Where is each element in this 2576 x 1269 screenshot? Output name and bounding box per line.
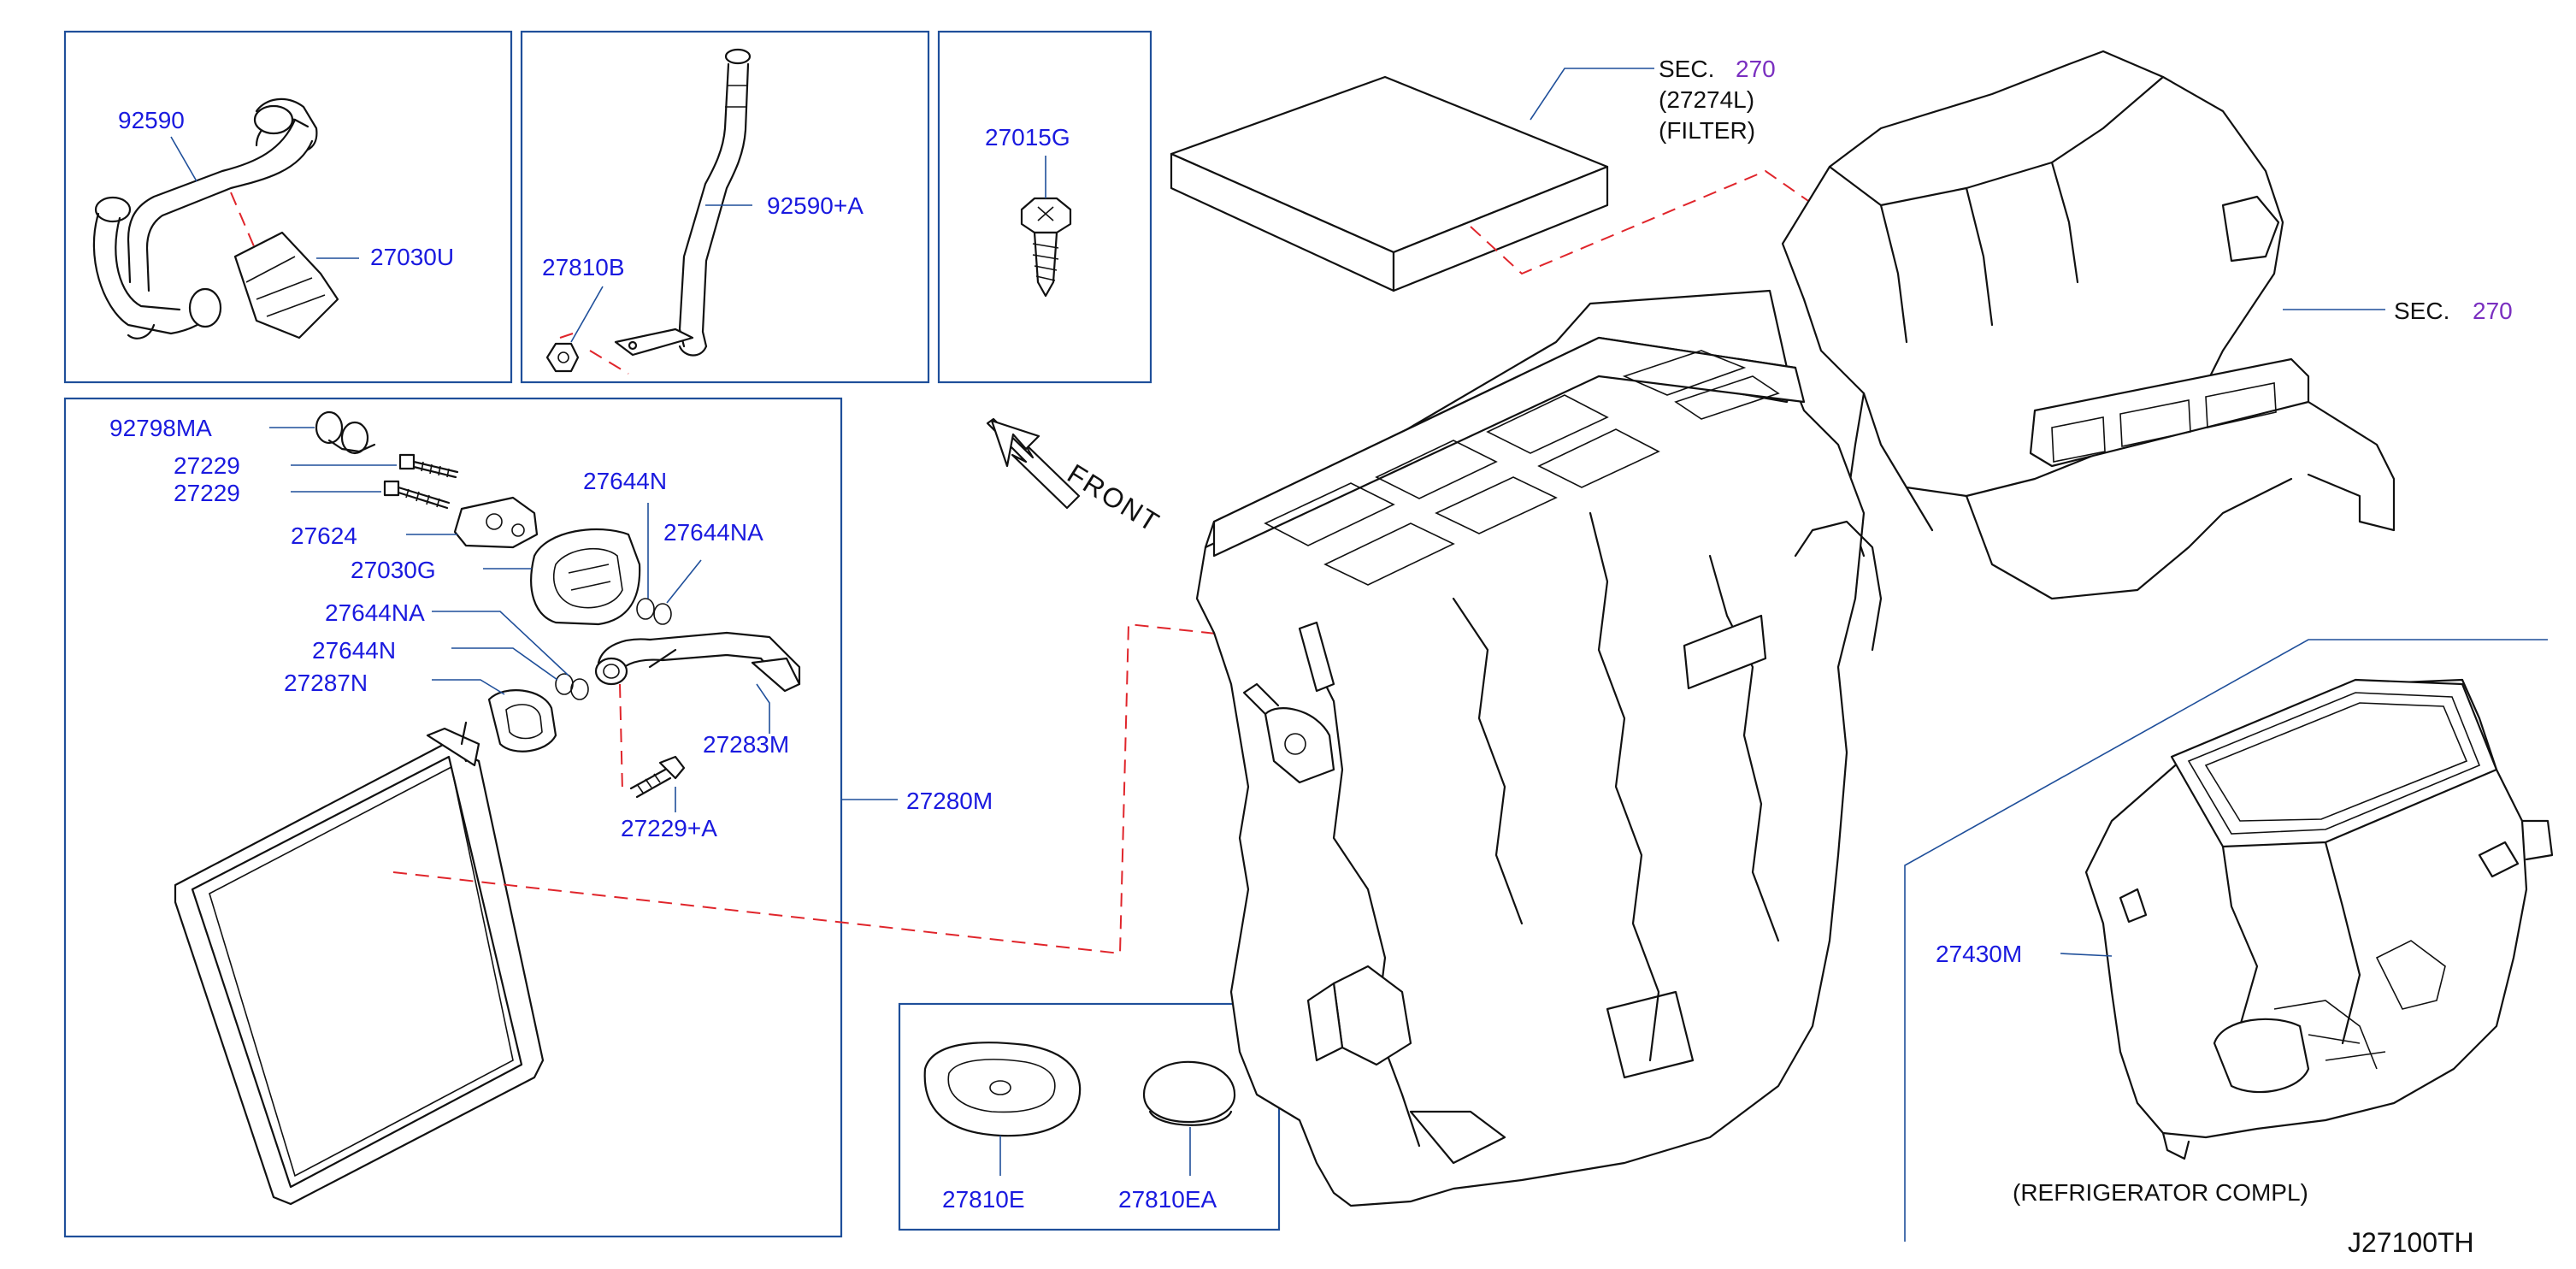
panel-heater-core: [63, 397, 843, 1238]
sec-270-unit-prefix: SEC.: [2394, 298, 2449, 324]
sec-270-filter-number: 270: [1736, 56, 1776, 82]
screw-27015G-drawing: [1020, 197, 1072, 298]
label-27229A: 27229+A: [621, 815, 717, 841]
bolt-27229-a-drawing: [398, 453, 459, 479]
label-27810B: 27810B: [542, 254, 625, 280]
o-ring-top-2: [653, 603, 672, 625]
panel-screw: [937, 30, 1152, 384]
o-ring-mid-2: [570, 678, 589, 700]
bolt-27229-b-drawing: [383, 480, 451, 510]
sec-270-filter-prefix: SEC.: [1659, 56, 1714, 82]
panel-drain-hose: [520, 30, 930, 384]
clip-92798MA-drawing: [315, 410, 376, 455]
label-27644N-mid: 27644N: [312, 637, 396, 664]
label-27810E: 27810E: [942, 1186, 1025, 1213]
label-27810EA: 27810EA: [1118, 1186, 1217, 1213]
heater-core-drawing: [174, 721, 545, 1206]
gasket-27287N-drawing: [487, 689, 557, 753]
label-92590: 92590: [118, 107, 185, 133]
heater-hose-drawing: [92, 97, 318, 339]
label-27229-b: 27229: [174, 480, 240, 506]
label-27287N: 27287N: [284, 670, 368, 696]
filter-part-number: (27274L): [1659, 86, 1754, 113]
label-27015G: 27015G: [985, 124, 1070, 151]
label-27644NA-mid: 27644NA: [325, 599, 425, 626]
label-27430M: 27430M: [1936, 941, 2022, 967]
hose-insulator-drawing: [233, 231, 339, 339]
label-27624: 27624: [291, 522, 357, 549]
insulator-27030G-drawing: [530, 528, 641, 626]
label-27644N-top: 27644N: [583, 468, 667, 494]
pipe-27283M-drawing: [594, 631, 801, 693]
bolt-27229A-drawing: [629, 755, 686, 799]
o-ring-top-1: [636, 598, 655, 620]
cabin-filter-drawing: [1170, 75, 1609, 292]
refrigerator-unit-drawing: [2084, 678, 2554, 1160]
hvac-unit-drawing: [1195, 289, 1883, 1207]
filter-desc: (FILTER): [1659, 117, 1755, 144]
label-27283M: 27283M: [703, 731, 789, 758]
label-27644NA-top: 27644NA: [663, 519, 763, 546]
valve-27624-drawing: [453, 496, 539, 549]
label-27229-a: 27229: [174, 452, 240, 479]
label-92590A: 92590+A: [767, 192, 864, 219]
panel-heater-hose: [63, 30, 513, 384]
front-arrow-icon: [986, 417, 1081, 510]
drain-hose-drawing: [614, 48, 752, 357]
o-ring-mid-1: [555, 673, 574, 695]
blower-unit-drawing: [1781, 50, 2396, 600]
label-92798MA: 92798MA: [109, 415, 212, 441]
sec-270-unit-number: 270: [2473, 298, 2513, 324]
diagram-code: J27100TH: [2348, 1227, 2474, 1258]
label-27030U: 27030U: [370, 244, 454, 270]
panel-grommets: [898, 1002, 1281, 1231]
grommet-27810E-drawing: [923, 1042, 1082, 1137]
refrigerator-label: (REFRIGERATOR COMPL): [2013, 1179, 2308, 1206]
label-27280M: 27280M: [906, 788, 993, 814]
plug-27810EA-drawing: [1142, 1060, 1236, 1126]
label-27030G: 27030G: [351, 557, 436, 583]
clip-27810B-drawing: [545, 342, 580, 373]
